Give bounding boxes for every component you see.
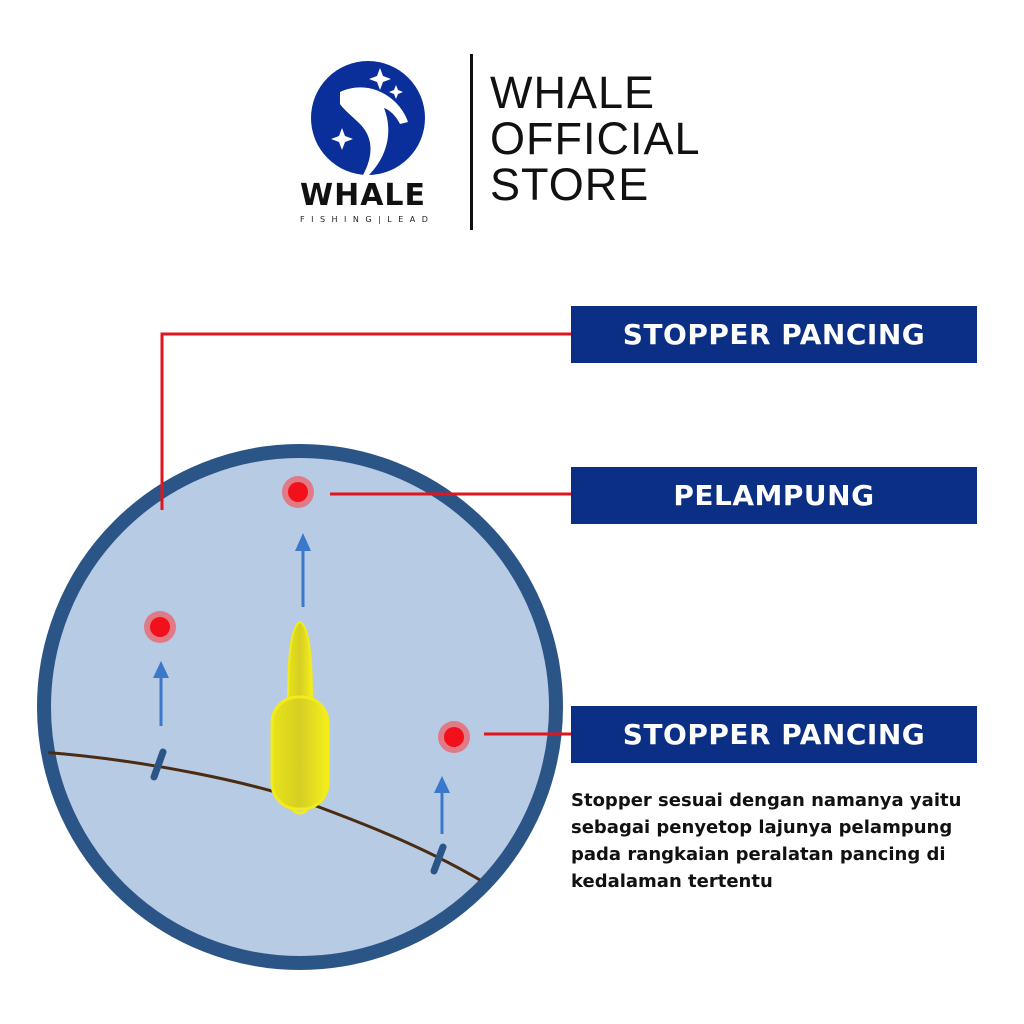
whale-logo-icon [311, 61, 425, 180]
label-stopper-pancing-bottom: STOPPER PANCING [571, 706, 977, 763]
brand-logo: WHALE FISHING|LEAD [300, 58, 440, 228]
stopper-bead-right [430, 843, 447, 875]
store-name-line: WHALE [490, 67, 656, 118]
label-stopper-pancing-top: STOPPER PANCING [571, 306, 977, 363]
logo-tagline: FISHING|LEAD [300, 215, 435, 224]
logo-wordmark: WHALE [300, 178, 427, 213]
store-name-line: STORE [490, 159, 650, 210]
stopper-description: Stopper sesuai dengan namanya yaitu seba… [571, 790, 962, 892]
float-icon [270, 620, 330, 815]
store-name-line: OFFICIAL [490, 113, 701, 164]
label-pelampung: PELAMPUNG [571, 467, 977, 524]
stopper-position-dot [144, 476, 470, 753]
store-name: WHALE OFFICIAL STORE [490, 70, 701, 208]
arrow-up-icon [153, 533, 450, 834]
stopper-bead-left [150, 748, 167, 781]
header-divider [470, 54, 473, 230]
leader-line [160, 332, 571, 736]
